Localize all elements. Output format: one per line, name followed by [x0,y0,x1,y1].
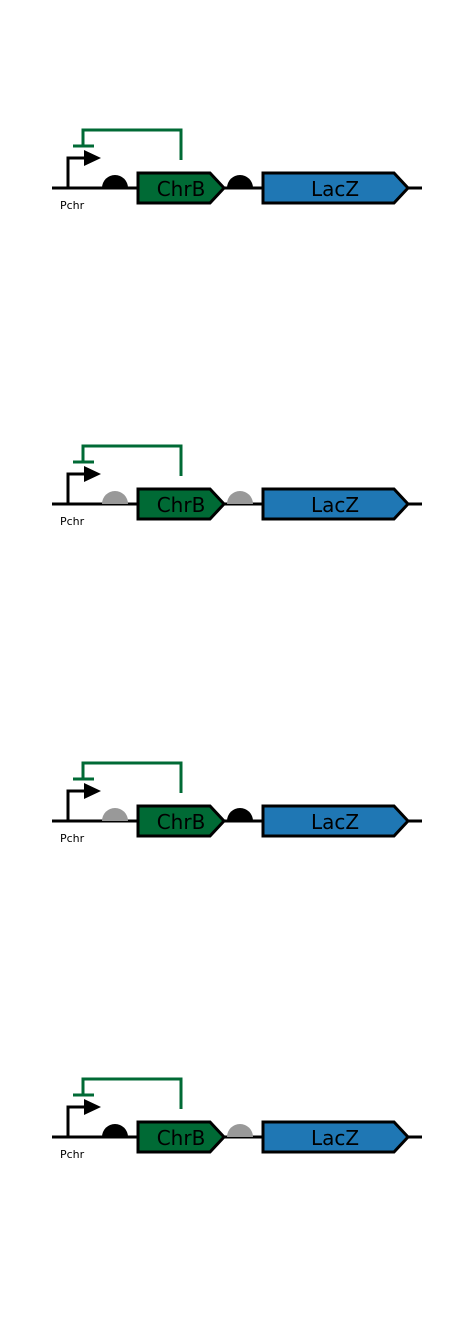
rbs-2-icon [227,175,253,188]
circuit-diagram: Pchr ChrB LacZ [52,444,422,528]
rbs-1-icon [102,175,128,188]
circuit-diagram: Pchr ChrB LacZ [52,128,422,212]
circuit-diagram: Pchr ChrB LacZ [52,761,422,845]
repression-arc [73,761,183,793]
gene-1-label: ChrB [157,177,206,201]
cds-chrb: ChrB [136,804,227,838]
promoter-label: Pchr [60,515,85,528]
repression-arc [73,1077,183,1109]
cds-lacz: LacZ [261,487,411,521]
gene-1-label: ChrB [157,1126,206,1150]
promoter-icon [66,466,101,504]
cds-lacz: LacZ [261,804,411,838]
repression-arc [73,128,183,160]
genetic-circuit-1: Pchr ChrB LacZ [0,100,474,220]
cds-chrb: ChrB [136,487,227,521]
rbs-2-icon [227,1124,253,1137]
promoter-icon [66,150,101,188]
rbs-1-icon [102,491,128,504]
rbs-1-icon [102,1124,128,1137]
cds-chrb: ChrB [136,171,227,205]
promoter-label: Pchr [60,1148,85,1161]
circuit-diagram: Pchr ChrB LacZ [52,1077,422,1161]
gene-2-label: LacZ [311,810,359,834]
gene-1-label: ChrB [157,810,206,834]
rbs-2-icon [227,491,253,504]
genetic-circuit-2: Pchr ChrB LacZ [0,416,474,536]
promoter-icon [66,783,101,821]
gene-2-label: LacZ [311,493,359,517]
rbs-2-icon [227,808,253,821]
cds-chrb: ChrB [136,1120,227,1154]
promoter-label: Pchr [60,199,85,212]
genetic-circuit-3: Pchr ChrB LacZ [0,733,474,853]
gene-2-label: LacZ [311,177,359,201]
promoter-label: Pchr [60,832,85,845]
promoter-icon [66,1099,101,1137]
gene-1-label: ChrB [157,493,206,517]
rbs-1-icon [102,808,128,821]
cds-lacz: LacZ [261,171,411,205]
genetic-circuit-4: Pchr ChrB LacZ [0,1049,474,1169]
gene-2-label: LacZ [311,1126,359,1150]
repression-arc [73,444,183,476]
cds-lacz: LacZ [261,1120,411,1154]
